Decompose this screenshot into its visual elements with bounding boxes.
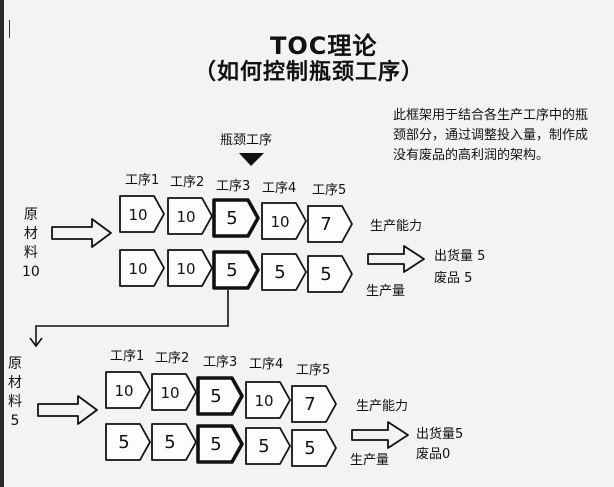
bottom-output-label: 生产量 xyxy=(350,453,390,468)
bottom-capacity-process-3-value: 5 xyxy=(210,386,221,407)
bottom-capacity-process-4-value: 10 xyxy=(254,392,273,410)
bottom-output-process-2-value: 5 xyxy=(164,432,175,453)
top-output-label: 生产量 xyxy=(366,284,406,299)
bottom-input-arrow-icon xyxy=(37,395,98,425)
bottom-output-process-4-box xyxy=(245,427,291,465)
bottom-material-label: 原 材 料 5 xyxy=(8,356,22,429)
explanation-note: 此框架用于结合各生产工序中的瓶颈部分，通过调整投入量，制作成没有废品的高利润的架… xyxy=(393,108,589,163)
bottom-capacity-process-5-value: 7 xyxy=(304,394,315,415)
bottom-capacity-process-2-box xyxy=(151,373,197,411)
bottom-process-3-label: 工序3 xyxy=(203,355,238,370)
bottom-output-process-3-value: 5 xyxy=(210,434,221,455)
top-waste: 废品 5 xyxy=(434,271,473,286)
top-capacity-process-4-box xyxy=(261,202,307,240)
bottom-capacity-process-1-box xyxy=(105,371,151,409)
bottom-output-process-3-box xyxy=(196,424,244,464)
bottom-output-process-4-value: 5 xyxy=(258,436,269,457)
bottom-capacity-process-3-box xyxy=(196,376,244,416)
diagram-title: TOC理论 xyxy=(270,32,378,60)
bottom-capacity-process-2-value: 10 xyxy=(160,384,179,402)
top-process-2-label: 工序2 xyxy=(170,175,205,190)
top-output-process-5-box xyxy=(307,255,353,293)
bottom-shipment: 出货量5 xyxy=(416,427,464,442)
top-process-1-label: 工序1 xyxy=(125,173,160,188)
top-output-arrow-icon xyxy=(367,245,425,273)
top-output-process-4-box xyxy=(261,253,307,291)
top-material-label: 原 材 料 10 xyxy=(22,207,40,280)
top-process-5-label: 工序5 xyxy=(312,183,347,198)
bottom-output-process-1-box xyxy=(105,423,151,461)
top-process-3-label: 工序3 xyxy=(216,179,251,194)
bottom-capacity-process-4-box xyxy=(245,381,291,419)
top-output-process-4-value: 5 xyxy=(274,262,285,283)
bottom-output-process-2-box xyxy=(151,423,197,461)
top-output-process-3-box xyxy=(212,250,260,290)
top-capacity-process-3-value: 5 xyxy=(226,208,237,229)
top-capacity-process-1-value: 10 xyxy=(128,206,147,224)
bottom-output-arrow-icon xyxy=(351,421,409,449)
bottom-output-process-5-value: 5 xyxy=(304,438,315,459)
top-capacity-label: 生产能力 xyxy=(370,219,423,234)
top-output-process-2-box xyxy=(167,249,213,287)
top-shipment: 出货量 5 xyxy=(434,249,486,264)
top-capacity-process-3-box xyxy=(212,198,260,238)
bottom-capacity-label: 生产能力 xyxy=(356,399,409,414)
bottom-output-process-1-value: 5 xyxy=(118,432,129,453)
bottom-capacity-process-1-value: 10 xyxy=(114,382,133,400)
top-output-process-5-value: 5 xyxy=(320,264,331,285)
top-capacity-process-5-value: 7 xyxy=(320,214,331,235)
bottom-process-1-label: 工序1 xyxy=(110,349,145,364)
top-capacity-process-1-box xyxy=(119,195,165,233)
bottom-capacity-process-5-box xyxy=(291,385,337,423)
top-capacity-process-5-box xyxy=(307,205,353,243)
bottleneck-pointer-icon xyxy=(239,153,264,166)
top-output-process-1-box xyxy=(119,249,165,287)
top-output-process-2-value: 10 xyxy=(176,260,195,278)
top-output-process-3-value: 5 xyxy=(226,260,237,281)
connector-arrowhead-icon xyxy=(29,337,43,348)
page-mark xyxy=(9,20,10,38)
top-output-process-1-value: 10 xyxy=(128,260,147,278)
top-capacity-process-2-value: 10 xyxy=(176,208,195,226)
top-capacity-process-2-box xyxy=(167,197,213,235)
top-capacity-process-4-value: 10 xyxy=(270,213,289,231)
top-process-4-label: 工序4 xyxy=(262,181,297,196)
bottleneck-label: 瓶颈工序 xyxy=(220,133,273,148)
bottom-process-5-label: 工序5 xyxy=(296,363,331,378)
page-edge xyxy=(0,0,4,487)
bottom-process-2-label: 工序2 xyxy=(155,351,190,366)
bottom-output-process-5-box xyxy=(291,429,337,467)
top-input-arrow-icon xyxy=(51,218,112,248)
bottom-waste: 废品0 xyxy=(416,447,451,462)
connector-line xyxy=(35,290,229,345)
bottom-process-4-label: 工序4 xyxy=(249,357,284,372)
diagram-subtitle: （如何控制瓶颈工序） xyxy=(194,60,425,85)
